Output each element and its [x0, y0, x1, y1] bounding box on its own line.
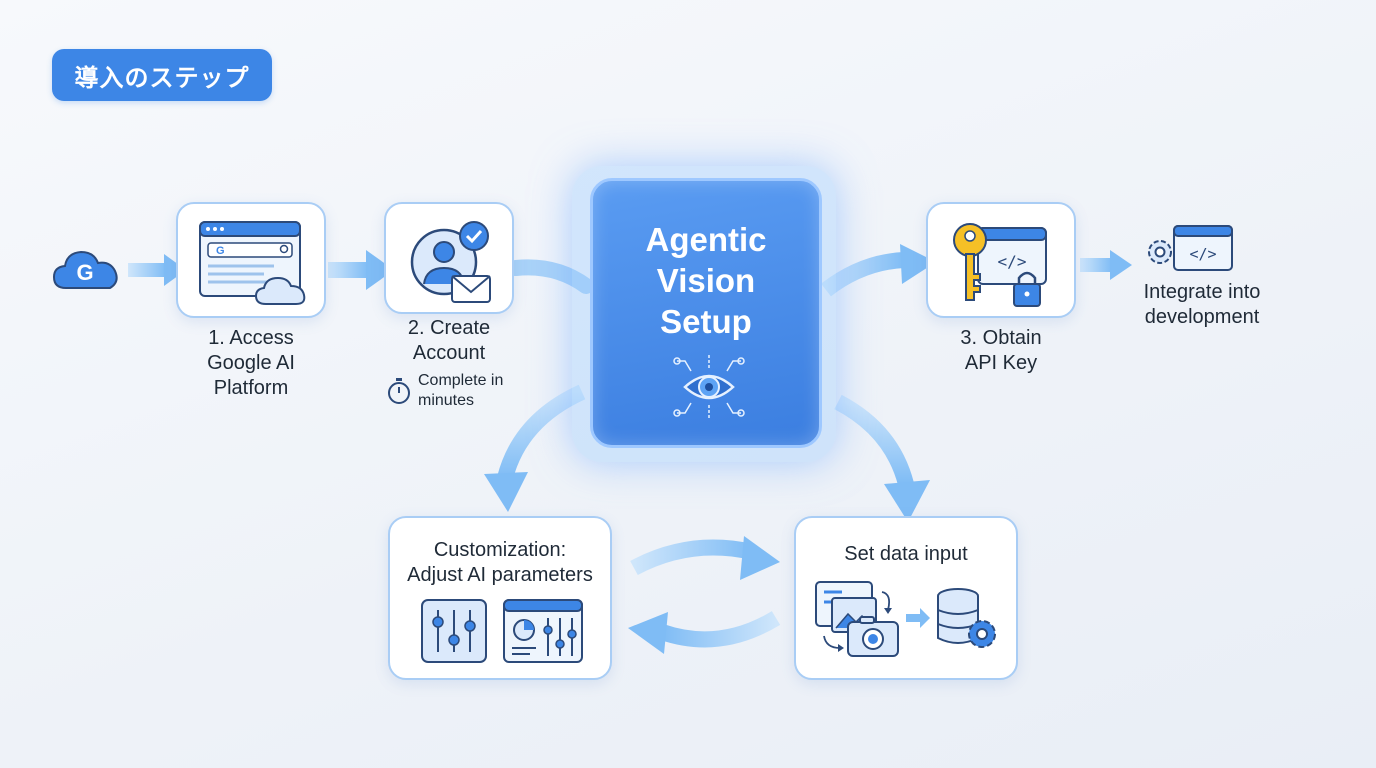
vision-eye-icon: [673, 355, 745, 419]
arrow-create-to-center: [508, 259, 594, 294]
stopwatch-icon: [388, 378, 410, 404]
svg-text:</>: </>: [998, 252, 1027, 271]
arrow-cloud-to-access: [128, 254, 186, 286]
card-obtain-api-key: </>: [926, 202, 1076, 318]
database-icon: [937, 588, 996, 648]
card-customization: Customization:Adjust AI parameters: [388, 516, 612, 680]
label-customization: Customization:Adjust AI parameters: [407, 539, 593, 586]
google-cloud-icon: G: [52, 250, 118, 289]
data-input-icons: [815, 581, 996, 657]
code-window-icon: </>: [1148, 225, 1233, 271]
arrow-center-to-data-input: [834, 394, 930, 522]
api-key-icon: </>: [953, 223, 1047, 307]
dashboard-icon: [503, 599, 583, 663]
customization-icons: [421, 599, 583, 663]
svg-text:G: G: [216, 245, 225, 257]
user-account-icon: [410, 221, 491, 303]
sliders-icon: [421, 599, 487, 663]
label-set-data-input: Set data input: [844, 543, 968, 565]
arrow-obtain-to-integrate: [1080, 250, 1132, 280]
cycle-arrow-right: [630, 536, 780, 580]
arrow-access-to-create: [328, 250, 394, 290]
cycle-arrow-left: [628, 611, 781, 654]
browser-search-icon: G: [199, 221, 306, 305]
svg-text:G: G: [76, 260, 93, 285]
arrow-center-to-obtain: [821, 244, 936, 297]
card-access-platform: G: [176, 202, 326, 318]
section-title-badge: 導入のステップ: [52, 49, 272, 101]
svg-text:</>: </>: [1189, 245, 1216, 263]
card-create-account: [384, 202, 514, 314]
image-input-icon: [815, 581, 899, 657]
arrow-center-to-customization: [484, 384, 586, 512]
card-set-data-input: Set data input: [794, 516, 1018, 680]
